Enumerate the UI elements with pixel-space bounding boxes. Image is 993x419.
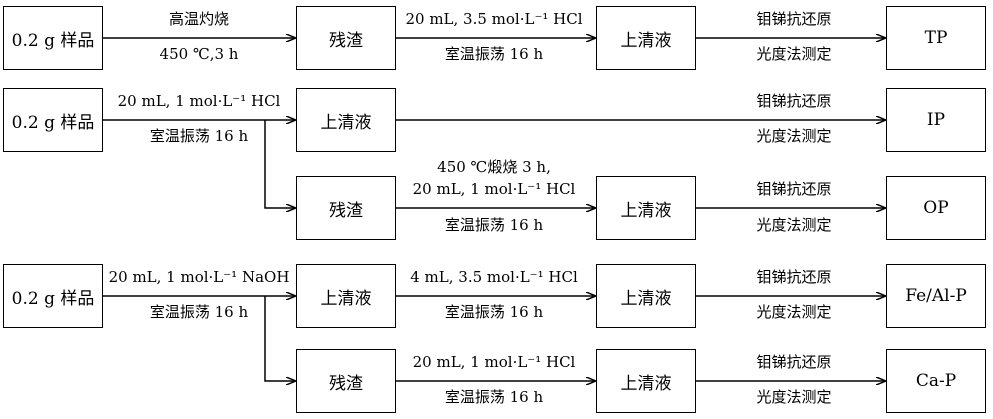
method-label-line1: 钼锑抗还原 xyxy=(756,180,832,198)
sample-box-ip-op: 0.2 g 样品 xyxy=(3,88,103,152)
supernatant-label: 上清液 xyxy=(620,373,672,394)
residue-label: 残渣 xyxy=(329,200,363,221)
residue-label: 残渣 xyxy=(329,30,363,51)
step-label-bottom: 室温振荡 16 h xyxy=(444,388,544,406)
step-label-bottom: 室温振荡 16 h xyxy=(444,303,544,321)
method-label-line1: 钼锑抗还原 xyxy=(756,10,832,28)
supernatant-box-op: 上清液 xyxy=(596,176,696,240)
step-label-bottom: 450 ℃,3 h xyxy=(159,45,239,63)
sample-box-tp: 0.2 g 样品 xyxy=(3,6,103,70)
residue-box-ca: 残渣 xyxy=(296,349,396,413)
method-label-line2: 光度法测定 xyxy=(756,45,832,63)
method-label-line2: 光度法测定 xyxy=(756,388,832,406)
step-label-bottom: 室温振荡 16 h xyxy=(149,303,249,321)
supernatant-label: 上清液 xyxy=(620,200,672,221)
result-label: IP xyxy=(926,110,946,130)
arrow-branch-to-residue-op xyxy=(264,120,295,208)
step-label-bottom: 室温振荡 16 h xyxy=(444,216,544,234)
method-label-line1: 钼锑抗还原 xyxy=(756,268,832,286)
supernatant-box-tp: 上清液 xyxy=(596,6,696,70)
result-label: Fe/Al-P xyxy=(905,286,967,306)
supernatant-label: 上清液 xyxy=(620,30,672,51)
method-label-line2: 光度法测定 xyxy=(756,216,832,234)
supernatant-box-ca: 上清液 xyxy=(596,349,696,413)
sample-label: 0.2 g 样品 xyxy=(11,288,95,309)
result-box-feal: Fe/Al-P xyxy=(886,264,986,328)
supernatant-label: 上清液 xyxy=(320,288,372,309)
sample-label: 0.2 g 样品 xyxy=(11,30,95,51)
step-label-top: 20 mL, 1 mol·L⁻¹ NaOH xyxy=(108,268,290,286)
result-label: TP xyxy=(924,28,948,48)
residue-label: 残渣 xyxy=(329,373,363,394)
step-label-line2: 20 mL, 1 mol·L⁻¹ HCl xyxy=(412,180,576,198)
supernatant-box-feal: 上清液 xyxy=(296,264,396,328)
residue-box-tp: 残渣 xyxy=(296,6,396,70)
method-label-line1: 钼锑抗还原 xyxy=(756,353,832,371)
step-label-top: 4 mL, 3.5 mol·L⁻¹ HCl xyxy=(410,268,578,286)
supernatant-label: 上清液 xyxy=(320,112,372,133)
sample-label: 0.2 g 样品 xyxy=(11,112,95,133)
step-label-top: 20 mL, 1 mol·L⁻¹ HCl xyxy=(412,353,576,371)
step-label-bottom: 室温振荡 16 h xyxy=(149,127,249,145)
arrow-branch-to-residue-ca xyxy=(264,296,295,381)
result-box-op: OP xyxy=(886,176,986,240)
method-label-line2: 光度法测定 xyxy=(756,127,832,145)
step-label-top: 高温灼烧 xyxy=(168,10,230,28)
result-box-tp: TP xyxy=(886,6,986,70)
sample-box-feal-ca: 0.2 g 样品 xyxy=(3,264,103,328)
result-box-ca: Ca-P xyxy=(886,349,986,413)
step-label-bottom: 室温振荡 16 h xyxy=(444,45,544,63)
result-label: Ca-P xyxy=(915,371,957,391)
step-label-top: 20 mL, 1 mol·L⁻¹ HCl xyxy=(117,92,281,110)
residue-box-op: 残渣 xyxy=(296,176,396,240)
method-label-line2: 光度法测定 xyxy=(756,303,832,321)
supernatant-box-feal-2: 上清液 xyxy=(596,264,696,328)
step-label-top: 20 mL, 3.5 mol·L⁻¹ HCl xyxy=(405,10,583,28)
supernatant-box-ip: 上清液 xyxy=(296,88,396,152)
supernatant-label: 上清液 xyxy=(620,288,672,309)
step-label-line1: 450 ℃煅烧 3 h, xyxy=(437,158,551,176)
method-label-line1: 钼锑抗还原 xyxy=(756,92,832,110)
result-label: OP xyxy=(923,198,949,218)
result-box-ip: IP xyxy=(886,88,986,152)
